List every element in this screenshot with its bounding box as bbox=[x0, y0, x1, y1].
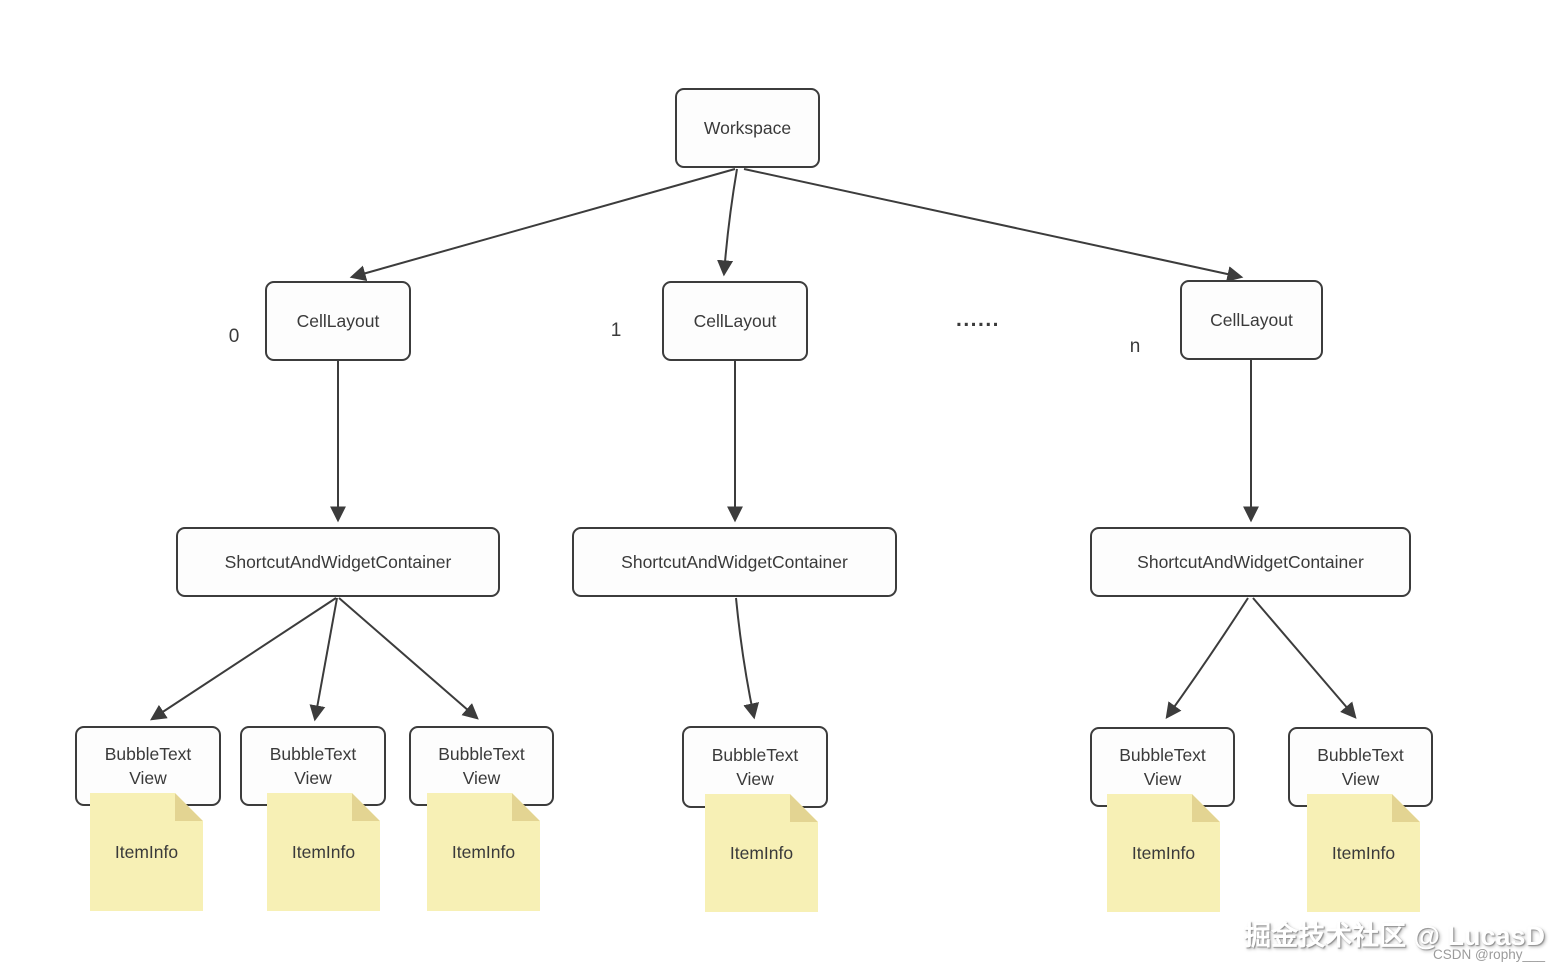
btv-label-line1: BubbleText bbox=[438, 743, 525, 764]
shortcut-widget-container-node-0: ShortcutAndWidgetContainer bbox=[176, 527, 500, 597]
container-label: ShortcutAndWidgetContainer bbox=[1137, 551, 1364, 572]
iteminfo-note-3: ItemInfo bbox=[427, 793, 540, 911]
btv-label-line2: View bbox=[1143, 769, 1182, 789]
btv-label-line2: View bbox=[1341, 769, 1380, 789]
btv-label-line1: BubbleText bbox=[104, 743, 192, 764]
celllayout-node-n: CellLayout bbox=[1180, 280, 1323, 360]
workspace-label: Workspace bbox=[703, 117, 792, 138]
iteminfo-note-6: ItemInfo bbox=[1307, 794, 1420, 912]
arrow-workspace-to-celllayout-0 bbox=[349, 168, 736, 282]
bubbletextview-node-2: BubbleText View bbox=[240, 726, 386, 806]
celllayout-node-0: CellLayout bbox=[265, 281, 411, 361]
arrow-container-1-to-btv bbox=[735, 597, 760, 720]
watermark-juejin: 掘金技术社区 @ LucasD bbox=[1244, 921, 1545, 951]
btv-label-line1: BubbleText bbox=[1119, 744, 1206, 765]
celllayout-index-n: n bbox=[1129, 336, 1141, 357]
arrow-container-2-to-btv-1 bbox=[1165, 597, 1249, 719]
btv-label-line2: View bbox=[129, 768, 167, 788]
iteminfo-label: ItemInfo bbox=[1331, 842, 1396, 863]
arrow-workspace-to-celllayout-1 bbox=[717, 168, 738, 277]
iteminfo-label: ItemInfo bbox=[451, 841, 516, 862]
ellipsis-dots: ...... bbox=[955, 308, 1000, 331]
arrow-container-0-to-btv-1 bbox=[149, 597, 337, 721]
iteminfo-label: ItemInfo bbox=[114, 841, 179, 862]
celllayout-index-1: 1 bbox=[610, 320, 622, 341]
btv-label-line1: BubbleText bbox=[711, 744, 799, 765]
arrow-container-0-to-btv-3 bbox=[338, 597, 479, 720]
iteminfo-note-2: ItemInfo bbox=[267, 793, 380, 911]
arrow-container-0-to-btv-2 bbox=[309, 597, 338, 722]
celllayout-label: CellLayout bbox=[296, 310, 380, 331]
arrow-workspace-to-celllayout-n bbox=[743, 168, 1244, 282]
shortcut-widget-container-node-1: ShortcutAndWidgetContainer bbox=[572, 527, 897, 597]
btv-label-line1: BubbleText bbox=[269, 743, 357, 764]
iteminfo-note-5: ItemInfo bbox=[1107, 794, 1220, 912]
bubbletextview-node-6: BubbleText View bbox=[1288, 727, 1433, 807]
iteminfo-label: ItemInfo bbox=[291, 841, 356, 862]
btv-label-line1: BubbleText bbox=[1317, 744, 1404, 765]
celllayout-node-1: CellLayout bbox=[662, 281, 808, 361]
btv-label-line2: View bbox=[462, 768, 501, 788]
bubbletextview-node-1: BubbleText View bbox=[75, 726, 221, 806]
workspace-node: Workspace bbox=[675, 88, 820, 168]
container-label: ShortcutAndWidgetContainer bbox=[621, 551, 848, 572]
iteminfo-label: ItemInfo bbox=[1131, 842, 1196, 863]
iteminfo-label: ItemInfo bbox=[729, 842, 794, 863]
iteminfo-note-4: ItemInfo bbox=[705, 794, 818, 912]
celllayout-index-0: 0 bbox=[228, 326, 240, 347]
bubbletextview-node-3: BubbleText View bbox=[409, 726, 554, 806]
celllayout-label: CellLayout bbox=[1210, 309, 1293, 330]
btv-label-line2: View bbox=[736, 769, 774, 789]
container-label: ShortcutAndWidgetContainer bbox=[224, 551, 452, 572]
arrow-container-2-to-btv-2 bbox=[1252, 597, 1357, 719]
iteminfo-note-1: ItemInfo bbox=[90, 793, 203, 911]
watermark-csdn: CSDN @rophy___ bbox=[1432, 947, 1545, 962]
shortcut-widget-container-node-2: ShortcutAndWidgetContainer bbox=[1090, 527, 1411, 597]
btv-label-line2: View bbox=[294, 768, 332, 788]
celllayout-label: CellLayout bbox=[693, 310, 777, 331]
bubbletextview-node-5: BubbleText View bbox=[1090, 727, 1235, 807]
